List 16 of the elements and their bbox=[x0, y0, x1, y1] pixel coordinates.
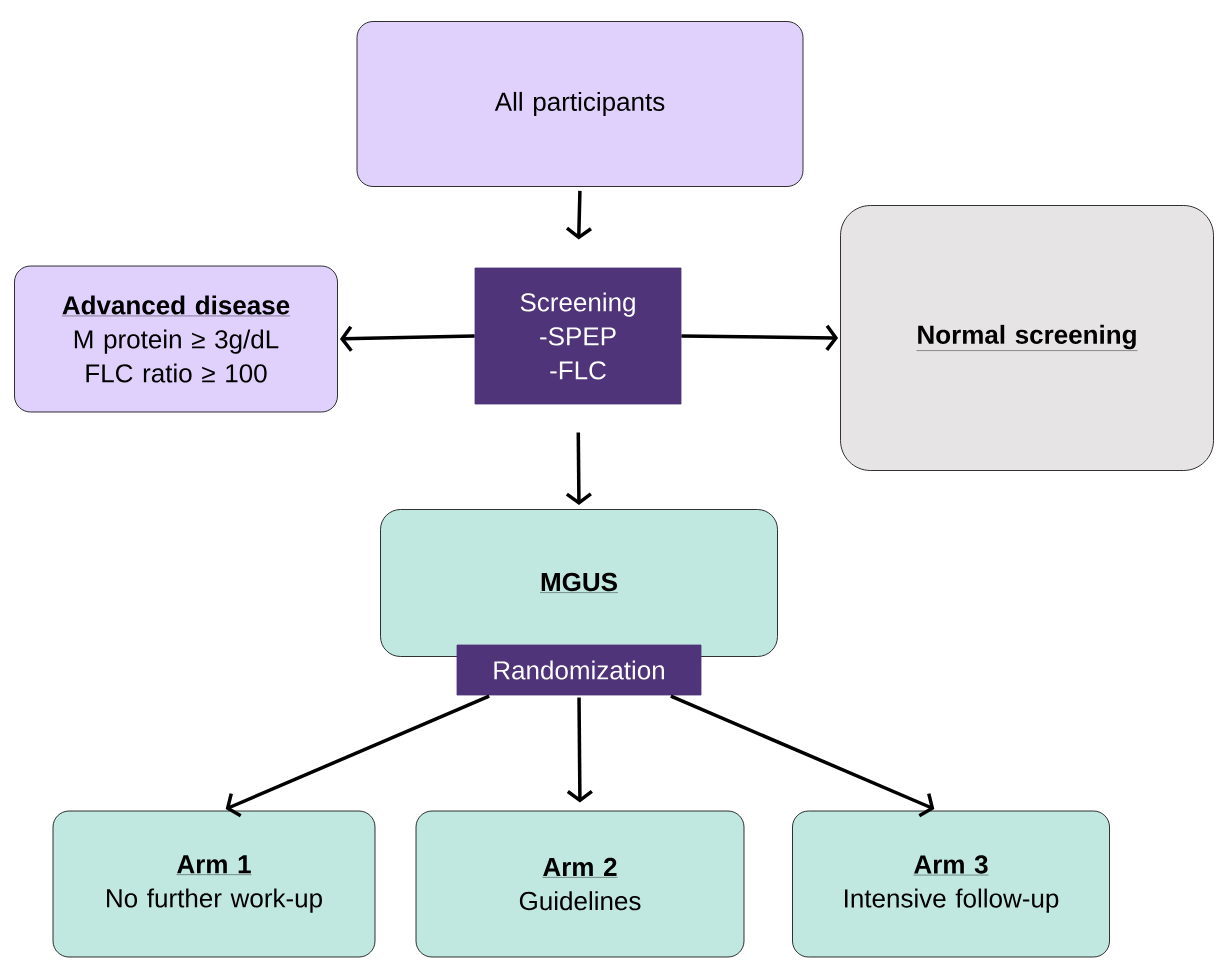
arm-box: Arm 1 No further work-up bbox=[52, 810, 376, 958]
outcome-box: Advanced disease M protein ≥ 3g/dL FLC ratio ≥ 100 bbox=[14, 265, 338, 413]
outcome-box: Normal screening bbox=[840, 205, 1214, 471]
randomization-box: Randomization bbox=[456, 644, 702, 696]
arm-box: Arm 2 Guidelines bbox=[415, 810, 745, 958]
arrow bbox=[681, 324, 839, 351]
group-box: MGUS bbox=[380, 509, 778, 657]
arrow bbox=[225, 694, 490, 818]
arrow bbox=[565, 190, 592, 240]
arrow bbox=[566, 697, 593, 803]
participants-box: All participants bbox=[356, 21, 804, 187]
arrow bbox=[565, 432, 592, 506]
arrow bbox=[670, 694, 935, 818]
arm-box: Arm 3 Intensive follow-up bbox=[792, 810, 1110, 958]
screening-box: Screening -SPEP -FLC bbox=[474, 267, 682, 405]
arrow bbox=[339, 325, 475, 352]
